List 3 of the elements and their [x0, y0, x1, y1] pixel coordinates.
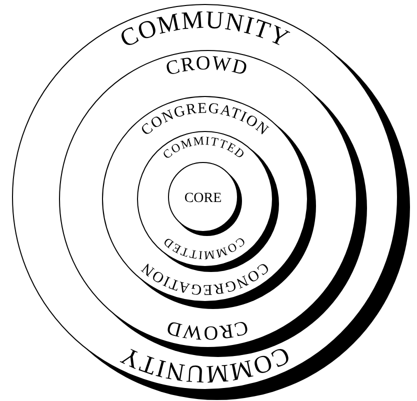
circle-label: CORE [184, 190, 222, 206]
ring-label: COMMUNITY [116, 6, 294, 53]
ring-label: CROWD [164, 52, 250, 80]
